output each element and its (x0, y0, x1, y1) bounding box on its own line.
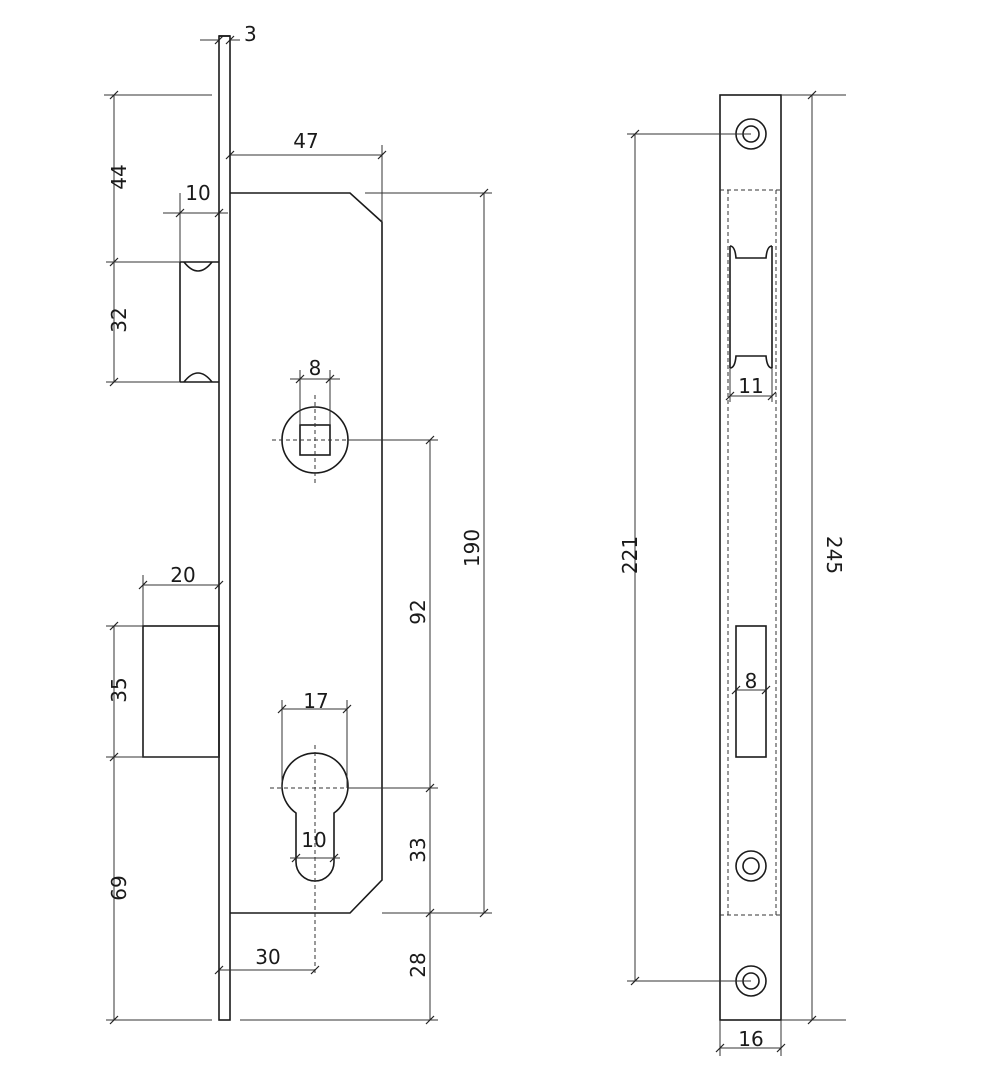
dim-label-mount-hole-spacing: 221 (618, 536, 642, 574)
dim-label-cylinder-to-case-bottom: 33 (406, 837, 430, 862)
dim-label-bolt-to-bottom: 69 (107, 875, 131, 900)
dim-label-case-height: 190 (460, 529, 484, 567)
dim-label-spindle-square: 8 (309, 356, 322, 380)
dim-case-height: 190 (365, 188, 492, 918)
dim-label-plate-thickness: 3 (244, 22, 257, 46)
dim-faceplate-width: 16 (715, 1020, 786, 1056)
front-view: 11 8 221 245 (618, 90, 846, 1056)
dim-label-faceplate-length: 245 (822, 536, 846, 574)
dim-case-bottom-to-plate-end: 28 (240, 913, 438, 1025)
faceplate-front (719, 94, 782, 1021)
latch-bolt (179, 261, 219, 383)
dim-label-latch-depth: 10 (185, 181, 210, 205)
dim-bolt-projection: 20 (138, 563, 224, 626)
bolt-opening (735, 625, 767, 758)
dim-label-spindle-to-cylinder: 92 (406, 599, 430, 624)
dim-cylinder-width: 17 (277, 689, 352, 788)
dim-bolt-opening: 8 (731, 669, 771, 695)
dim-label-backset: 30 (255, 945, 280, 969)
dim-label-cylinder-width: 17 (303, 689, 328, 713)
dim-label-latch-opening: 11 (738, 374, 763, 398)
dim-latch-depth: 10 (163, 181, 228, 262)
dim-cylinder-to-case-bottom: 33 (406, 788, 435, 918)
dim-spindle-to-cylinder: 92 (348, 435, 438, 793)
dim-label-faceplate-width: 16 (738, 1027, 763, 1051)
latch-opening (729, 245, 773, 369)
dim-latch-opening: 11 (725, 368, 777, 402)
dim-plate-thickness: 3 (200, 22, 257, 46)
dim-latch-height: 32 (106, 261, 180, 387)
dim-spindle-square: 8 (290, 356, 340, 425)
dim-label-bolt-projection: 20 (170, 563, 195, 587)
dim-label-bolt-height: 35 (107, 677, 131, 702)
lock-case (230, 192, 383, 914)
spindle-hub (272, 395, 358, 485)
dim-case-depth: 47 (225, 129, 387, 222)
faceplate-side (218, 35, 231, 1021)
dim-top-to-latch: 44 (104, 90, 212, 267)
dim-backset: 30 (214, 945, 320, 975)
dim-label-cylinder-slot: 10 (301, 828, 326, 852)
dim-faceplate-length: 245 (781, 90, 846, 1025)
cylinder-hole (270, 745, 360, 975)
dim-label-case-bottom-to-plate-end: 28 (406, 952, 430, 977)
dim-label-case-depth: 47 (293, 129, 318, 153)
screw-hole-middle (735, 850, 767, 882)
dim-label-latch-height: 32 (107, 307, 131, 332)
dim-bolt-height: 35 (106, 621, 219, 762)
dim-cylinder-slot: 10 (290, 828, 340, 863)
side-view: 3 44 10 32 (104, 22, 492, 1025)
dim-label-top-to-latch: 44 (107, 164, 131, 189)
dim-label-bolt-opening: 8 (745, 669, 758, 693)
dim-bolt-to-bottom: 69 (106, 757, 212, 1025)
dim-mount-hole-spacing: 221 (618, 129, 751, 986)
dead-bolt (142, 625, 220, 758)
